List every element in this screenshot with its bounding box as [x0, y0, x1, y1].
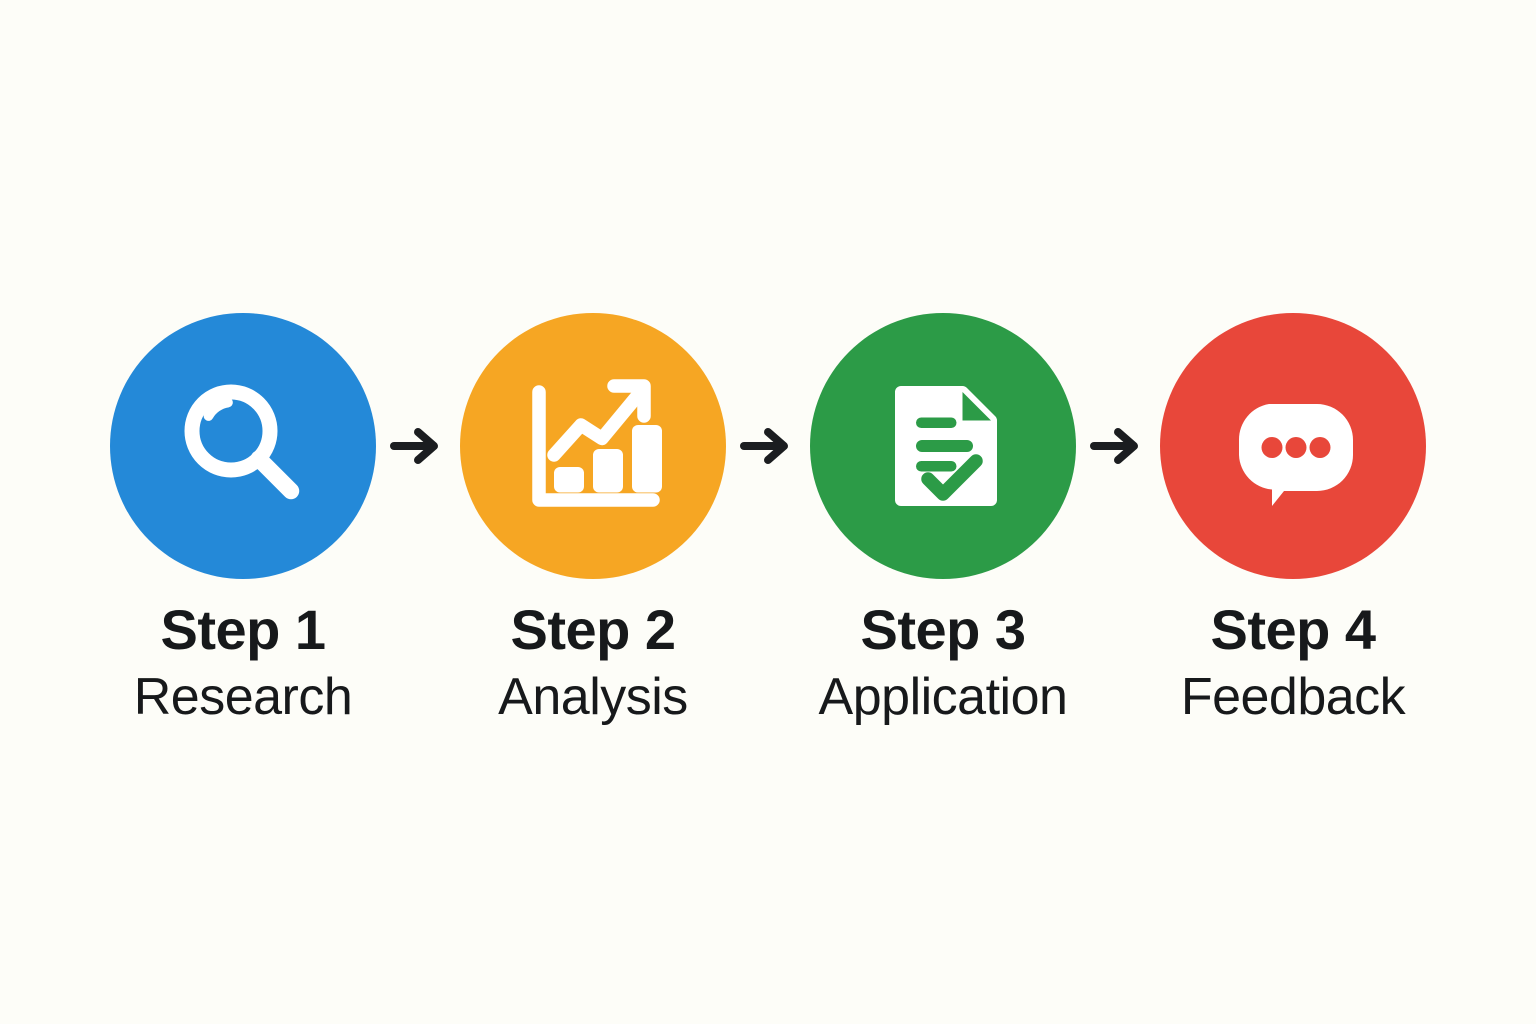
step-node-3[interactable]	[804, 307, 1082, 585]
arrow-right-icon	[740, 428, 788, 464]
magnifier-icon	[184, 384, 300, 500]
step-circle-4[interactable]	[1160, 313, 1426, 579]
arrow-connector-2	[732, 416, 804, 476]
arrow-right-icon	[390, 428, 438, 464]
step-circle-1[interactable]	[110, 313, 376, 579]
document-check-icon	[895, 386, 997, 506]
arrow-connector-3	[1082, 416, 1154, 476]
step-subtitle-2: Analysis	[498, 668, 688, 727]
step-circles-row	[0, 296, 1536, 596]
step-title-3: Step 3	[860, 598, 1026, 661]
step-node-4[interactable]	[1154, 307, 1432, 585]
arrow-right-icon	[1090, 428, 1138, 464]
step-label-3: Step 3 Application	[804, 598, 1082, 728]
chat-bubble-dots-icon	[1238, 404, 1353, 506]
step-node-1[interactable]	[104, 307, 382, 585]
step-circle-3[interactable]	[810, 313, 1076, 579]
step-title-1: Step 1	[160, 598, 326, 661]
step-title-4: Step 4	[1210, 598, 1376, 661]
step-subtitle-1: Research	[133, 668, 353, 727]
step-node-2[interactable]	[454, 307, 732, 585]
arrow-connector-1	[382, 416, 454, 476]
step-circle-2[interactable]	[460, 313, 726, 579]
step-labels-row: Step 1 Research Step 2 Analysis Step 3 A…	[0, 598, 1536, 790]
bar-chart-growth-icon	[532, 379, 662, 507]
step-label-1: Step 1 Research	[104, 598, 382, 728]
step-subtitle-3: Application	[818, 668, 1068, 727]
step-label-4: Step 4 Feedback	[1154, 598, 1432, 728]
step-title-2: Step 2	[510, 598, 676, 661]
step-label-2: Step 2 Analysis	[454, 598, 732, 728]
step-subtitle-4: Feedback	[1180, 668, 1406, 727]
